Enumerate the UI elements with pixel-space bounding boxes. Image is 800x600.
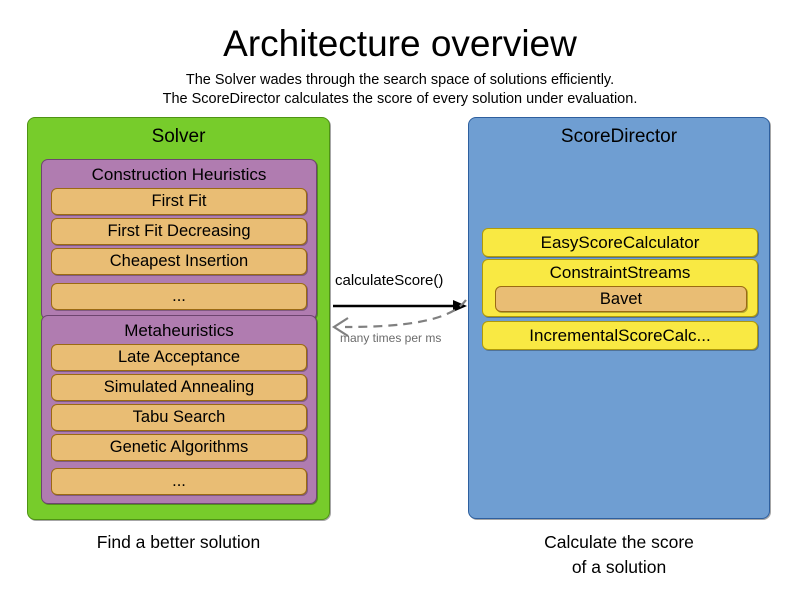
- list-item: Genetic Algorithms: [51, 434, 307, 461]
- list-item: Tabu Search: [51, 404, 307, 431]
- box-easy-score-calculator: EasyScoreCalculator: [482, 228, 758, 257]
- group-title-construction-heuristics: Construction Heuristics: [91, 165, 267, 184]
- caption-solver: Find a better solution: [96, 532, 261, 552]
- list-item: First Fit Decreasing: [51, 218, 307, 245]
- group-title-metaheuristics: Metaheuristics: [124, 321, 234, 340]
- score-director-panel: ScoreDirector EasyScoreCalculator Constr…: [468, 117, 770, 519]
- arrow-label-calculate-score: calculateScore(): [335, 272, 444, 289]
- list-item: ...: [51, 283, 307, 310]
- box-bavet: Bavet: [495, 286, 747, 312]
- group-metaheuristics: Metaheuristics Late Acceptance Simulated…: [41, 315, 317, 504]
- score-director-panel-title: ScoreDirector: [560, 126, 678, 147]
- solver-panel: Solver Construction Heuristics First Fit…: [27, 117, 330, 520]
- box-incremental-score-calculator: IncrementalScoreCalc...: [482, 321, 758, 350]
- list-item: Simulated Annealing: [51, 374, 307, 401]
- caption-score-director-line-2: of a solution: [571, 557, 667, 577]
- list-item: ...: [51, 468, 307, 495]
- subtitle-line-1: The Solver wades through the search spac…: [185, 72, 615, 88]
- box-constraint-streams-label: ConstraintStreams: [549, 263, 691, 282]
- caption-score-director-line-1: Calculate the score: [544, 532, 694, 552]
- list-item: First Fit: [51, 188, 307, 215]
- arrow-label-many-times-per-ms: many times per ms: [340, 331, 442, 345]
- caption-score-director: Calculate the score of a solution: [468, 530, 770, 580]
- subtitle-line-2: The ScoreDirector calculates the score o…: [162, 91, 638, 107]
- list-item: Late Acceptance: [51, 344, 307, 371]
- arrow-calculate-score: [333, 300, 467, 312]
- diagram-header: Architecture overview The Solver wades t…: [0, 22, 800, 109]
- solver-panel-title: Solver: [151, 126, 206, 147]
- list-item: Cheapest Insertion: [51, 248, 307, 275]
- box-constraint-streams: ConstraintStreams Bavet: [482, 259, 758, 317]
- group-construction-heuristics: Construction Heuristics First Fit First …: [41, 159, 317, 320]
- page-title: Architecture overview: [223, 23, 577, 64]
